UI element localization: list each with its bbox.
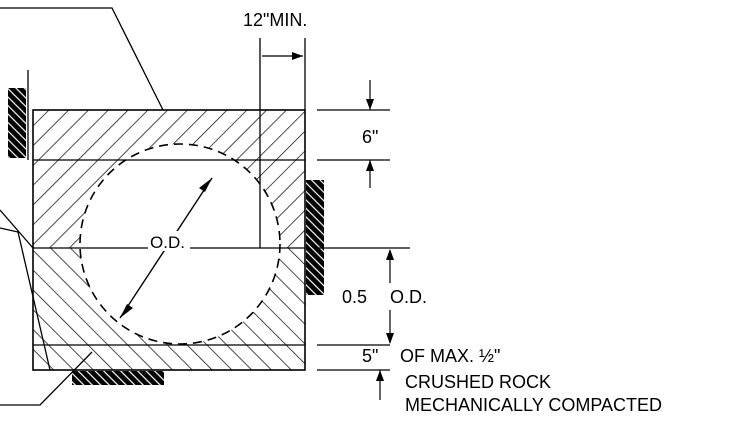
trench-outline <box>32 109 306 371</box>
note-line-2: CRUSHED ROCK <box>405 372 551 392</box>
od-label: O.D. <box>150 233 185 252</box>
leader-bottom <box>0 351 93 406</box>
note-line-1: OF MAX. ½" <box>400 346 500 366</box>
leader-mid-2 <box>0 227 51 371</box>
leader-top <box>0 7 164 111</box>
soil-left <box>8 88 26 158</box>
base-thickness-label: 5" <box>362 346 378 366</box>
bedding-factor-label: 0.5 <box>342 287 367 307</box>
note-line-3: MECHANICALLY COMPACTED <box>405 395 662 415</box>
soil-bottom <box>72 371 164 385</box>
bedding-unit-label: O.D. <box>390 287 427 307</box>
clearance-label: 12"MIN. <box>243 10 307 30</box>
soil-right <box>306 180 324 295</box>
cover-depth-label: 6" <box>362 127 378 147</box>
leader-mid-1 <box>0 209 34 249</box>
